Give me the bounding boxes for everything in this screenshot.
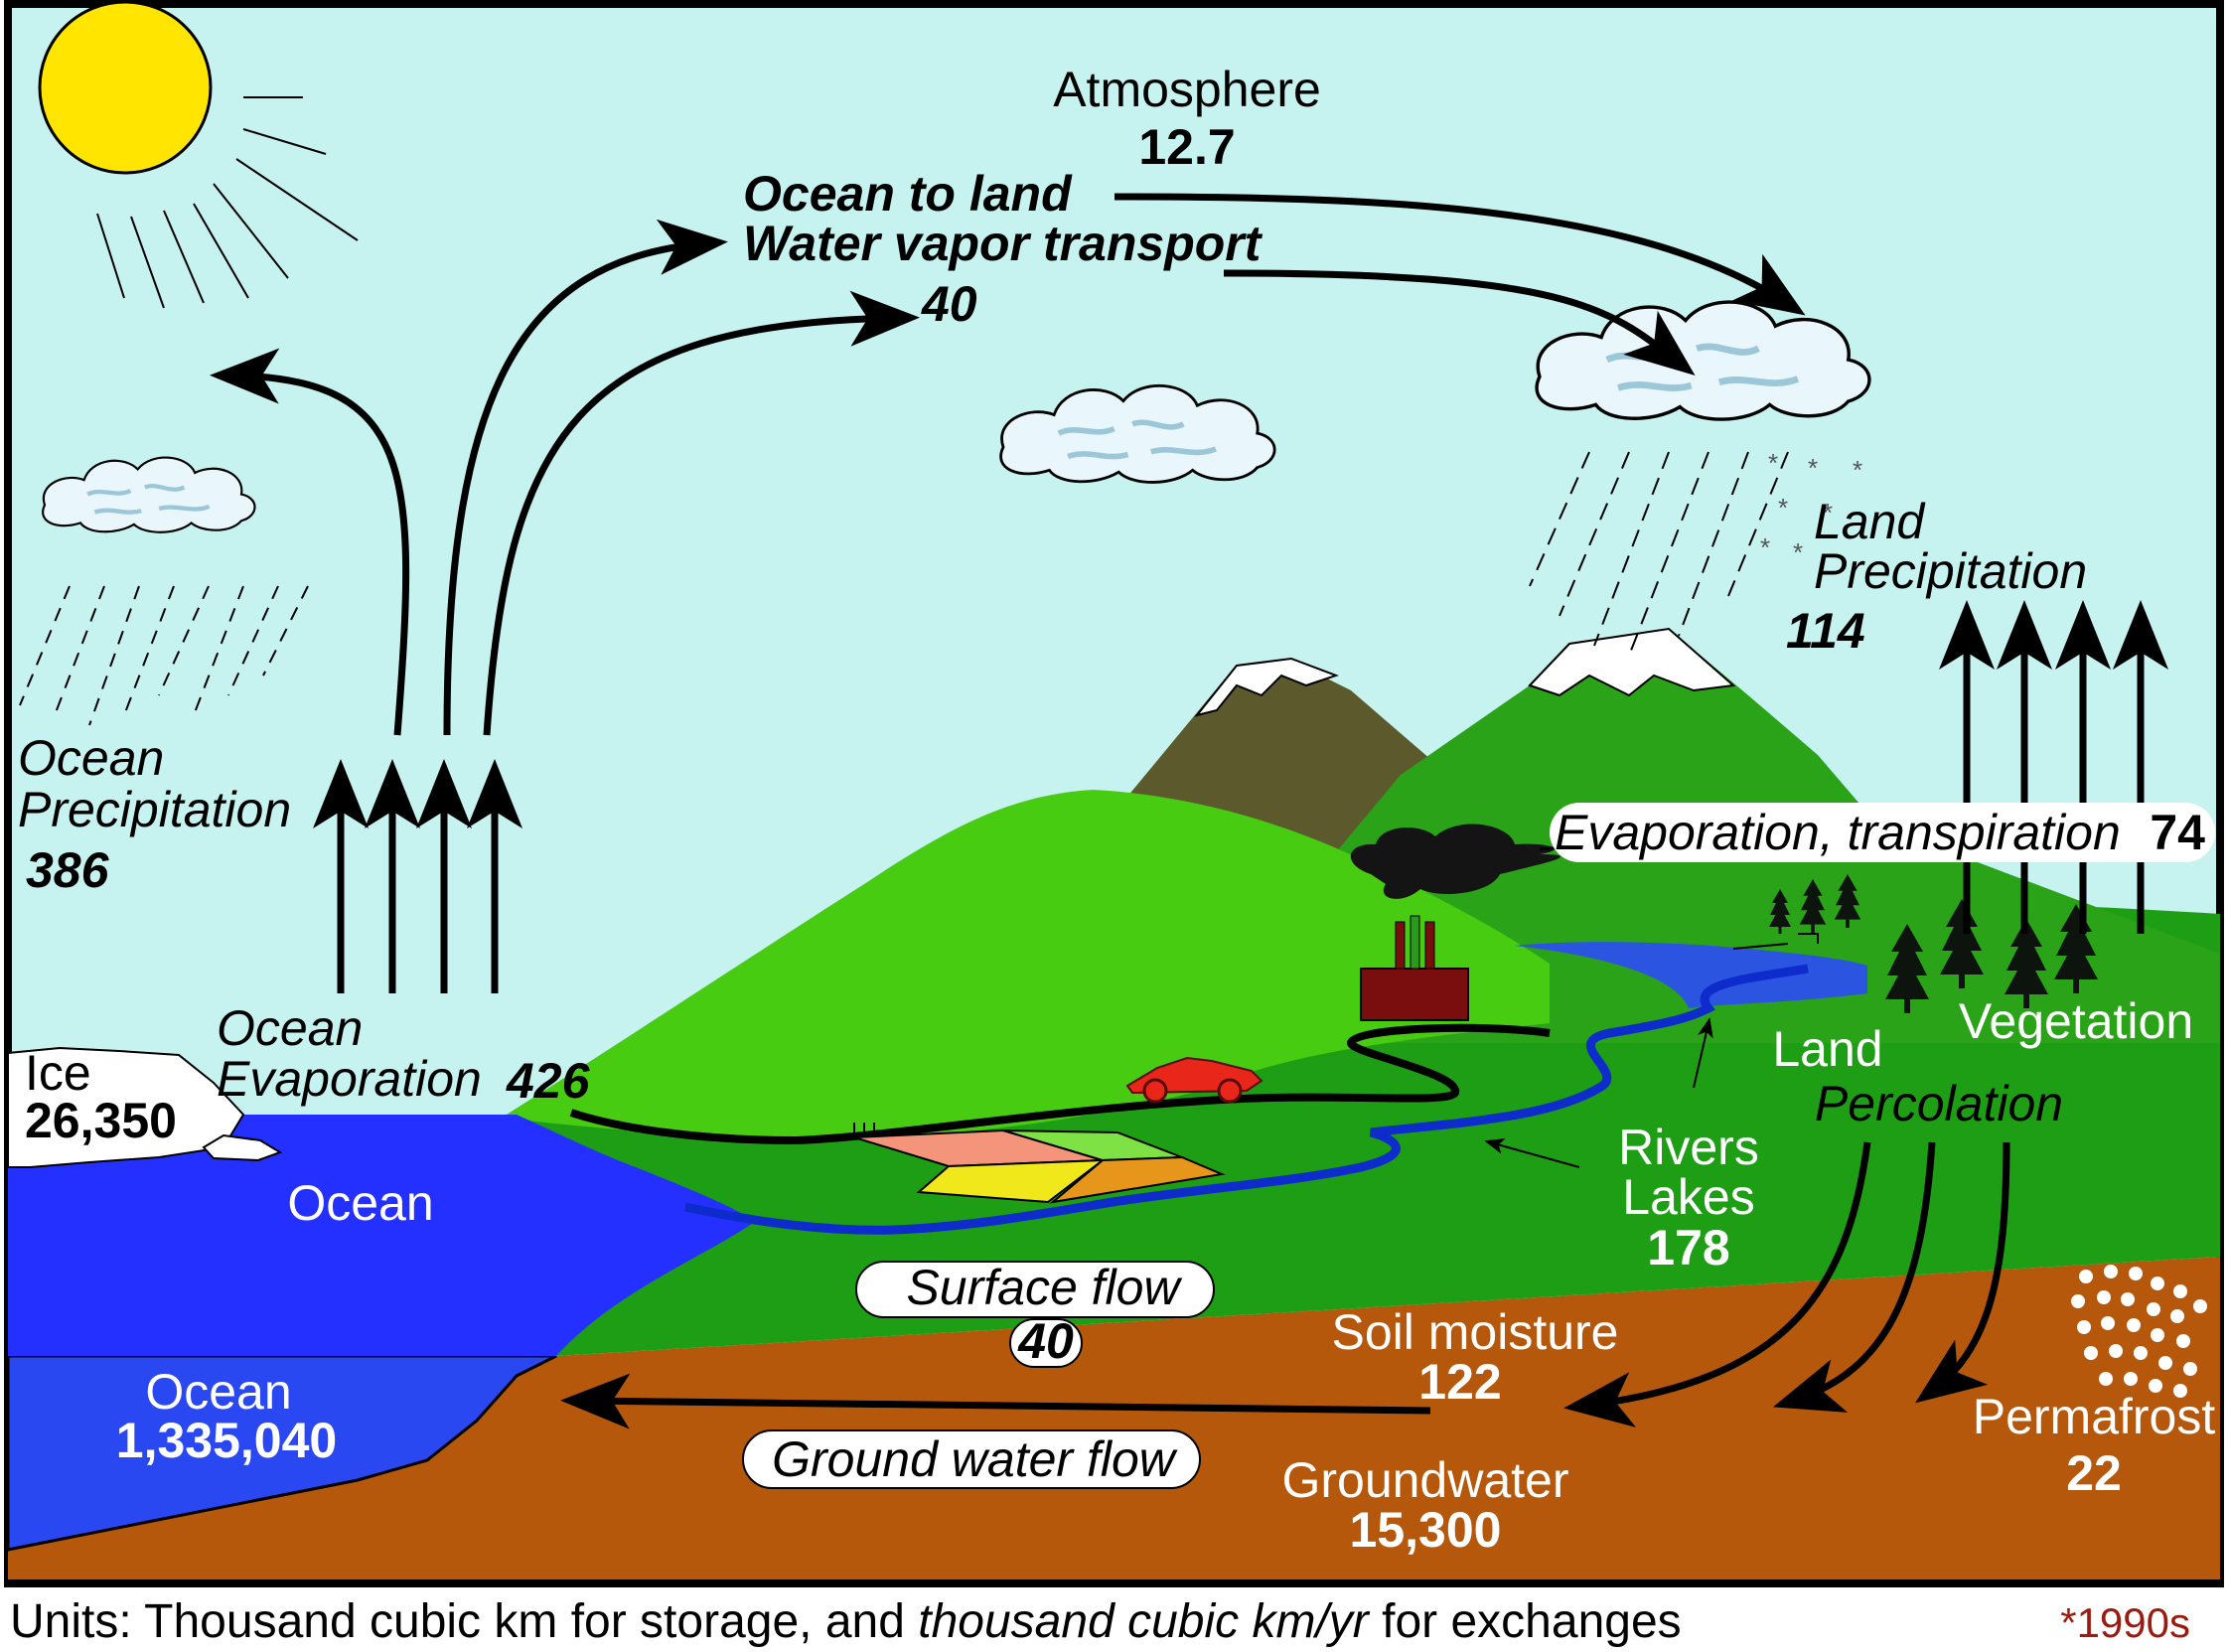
- ice-icon: [7, 1046, 283, 1168]
- groundwater-value: 15,300: [1350, 1502, 1502, 1558]
- soil-moisture-label: Soil moisture: [1332, 1304, 1619, 1360]
- permafrost-value: 22: [2066, 1445, 2122, 1501]
- percolation-label: Percolation: [1815, 1076, 2063, 1131]
- rivers-label: Rivers: [1618, 1120, 1759, 1175]
- land-precip-value: 114: [1786, 603, 1865, 659]
- soil-moisture-value: 122: [1418, 1354, 1501, 1410]
- ground-water-flow-pill: [742, 1429, 1201, 1489]
- evapotranspiration-pill: [1550, 803, 2215, 862]
- units-prefix: Units: Thousand cubic km for storage, an…: [10, 1595, 918, 1648]
- evapotranspiration-value: 74: [2150, 805, 2205, 860]
- groundwater-label: Groundwater: [1281, 1452, 1568, 1508]
- units-footnote: Units: Thousand cubic km for storage, an…: [10, 1595, 1682, 1648]
- rivers-value: 178: [1647, 1220, 1729, 1276]
- ocean-surface-label: Ocean: [287, 1175, 433, 1231]
- svg-text:*: *: [1793, 537, 1803, 567]
- permafrost-label: Permafrost: [1973, 1389, 2216, 1444]
- surface-flow-value: 40: [1017, 1313, 1074, 1369]
- surface-flow-label: Surface flow: [906, 1260, 1182, 1315]
- era-note: *1990s: [2060, 1599, 2190, 1646]
- transport-label-2: Water vapor transport: [743, 216, 1263, 271]
- svg-text:*: *: [1808, 453, 1818, 483]
- tree-icon: [1732, 874, 2098, 1013]
- factory-icon: [1350, 824, 1595, 1021]
- soil-layer: [8, 1257, 2220, 1579]
- sun-icon: [38, 0, 359, 309]
- ground-water-flow-label: Ground water flow: [772, 1431, 1178, 1487]
- deep-ocean: [6, 1354, 557, 1552]
- units-italic: thousand cubic km/yr: [918, 1595, 1371, 1648]
- ice-value: 26,350: [25, 1093, 177, 1148]
- svg-text:*: *: [1778, 493, 1788, 523]
- atmosphere-label: Atmosphere: [1053, 62, 1321, 117]
- land-rain: [1529, 451, 1789, 657]
- svg-text:*: *: [1853, 455, 1862, 485]
- ocean-evap-label-2: Evaporation: [217, 1051, 482, 1107]
- ice-label: Ice: [25, 1045, 91, 1101]
- field-icon: [853, 1123, 1226, 1204]
- flow-arrows: [210, 193, 2168, 1429]
- ocean-precip-value: 386: [26, 842, 110, 898]
- svg-text:*: *: [1768, 448, 1778, 478]
- ocean-precip-label-2: Precipitation: [18, 782, 291, 837]
- land-precip-label-1: Land: [1814, 494, 1926, 549]
- land-label: Land: [1772, 1021, 1882, 1077]
- ocean: [8, 1115, 755, 1356]
- svg-text:*: *: [1823, 498, 1833, 527]
- vegetation-label: Vegetation: [1959, 993, 2193, 1049]
- land-precip-label-2: Precipitation: [1814, 543, 2087, 599]
- ocean-rain: [19, 585, 309, 726]
- river: [684, 964, 1809, 1235]
- green-hill: [502, 790, 1550, 1138]
- car-icon: [1125, 1056, 1263, 1104]
- lakes-label: Lakes: [1622, 1169, 1754, 1225]
- ocean-precip-label-1: Ocean: [18, 730, 164, 786]
- surface-flow-pill: [855, 1261, 1215, 1318]
- evapotranspiration-label: Evaporation, transpiration: [1555, 805, 2121, 860]
- road: [569, 1023, 1551, 1145]
- transport-label-1: Ocean to land: [743, 166, 1073, 222]
- ocean-evap-value: 426: [506, 1053, 591, 1109]
- lake: [1515, 942, 1867, 1008]
- ocean-evap-label-1: Ocean: [217, 1000, 363, 1056]
- units-suffix: for exchanges: [1369, 1595, 1682, 1648]
- svg-text:*: *: [1760, 532, 1770, 562]
- atmosphere-value: 12.7: [1138, 119, 1235, 175]
- transport-value: 40: [921, 276, 977, 332]
- snow-flakes: *** ** **: [1760, 448, 1862, 567]
- permafrost-dots: [2071, 1265, 2207, 1398]
- ocean-storage-value: 1,335,040: [116, 1413, 337, 1468]
- ocean-storage-label: Ocean: [145, 1364, 291, 1420]
- surface-flow-value-pill: [1009, 1318, 1083, 1368]
